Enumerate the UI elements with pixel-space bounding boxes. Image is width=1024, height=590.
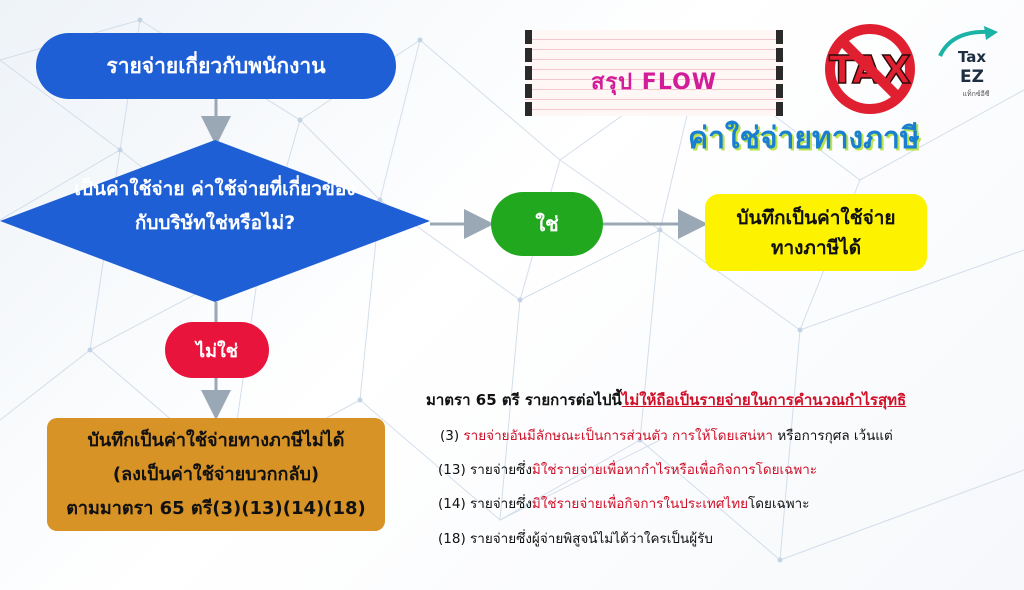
- yes-result-node: บันทึกเป็นค่าใช้จ่าย ทางภาษีได้: [705, 194, 927, 271]
- question-line-2: ค่าใช้จ่ายที่เกี่ยวข้อง: [191, 178, 356, 200]
- note-heading-red: ไม่ให้ถือเป็นรายจ่ายในการคำนวณกำไรสุทธิ: [621, 391, 907, 409]
- tax-ez-logo: Tax EZ แท็กซ์อีซี: [938, 26, 998, 98]
- note-item-3: (3) รายจ่ายอันมีลักษณะเป็นการส่วนตัว การ…: [440, 424, 893, 446]
- svg-text:Tax: Tax: [958, 48, 986, 66]
- yes-label: ใช่: [535, 212, 559, 236]
- no-tax-icon: TAX: [825, 24, 915, 114]
- decision-text: เป็นค่าใช้จ่าย ค่าใช้จ่ายที่เกี่ยวข้อง ก…: [60, 172, 370, 240]
- decision-diamond: [0, 140, 430, 302]
- no-result-line-1: บันทึกเป็นค่าใช้จ่ายทางภาษีไม่ได้: [87, 429, 345, 451]
- start-node: รายจ่ายเกี่ยวกับพนักงาน: [36, 33, 396, 99]
- svg-text:EZ: EZ: [960, 67, 984, 87]
- note-item-14: (14) รายจ่ายซึ่งมิใช่รายจ่ายเพื่อกิจการใ…: [438, 492, 809, 514]
- svg-text:แท็กซ์อีซี: แท็กซ์อีซี: [962, 89, 989, 98]
- note-item-18-plain: รายจ่ายซึ่งผู้จ่ายพิสูจน์ไม่ได้ว่าใครเป็…: [470, 531, 713, 547]
- note-item-3-red: รายจ่ายอันมีลักษณะเป็นการส่วนตัว การให้โ…: [463, 428, 774, 444]
- note-item-14-num: (14): [438, 496, 466, 512]
- note-item-14-red: มิใช่รายจ่ายเพื่อกิจการในประเทศไทย: [531, 496, 749, 512]
- start-label: รายจ่ายเกี่ยวกับพนักงาน: [106, 53, 326, 78]
- no-result-line-3: ตามมาตรา 65 ตรี(3)(13)(14)(18): [66, 497, 366, 519]
- note-item-13-red: มิใช่รายจ่ายเพื่อหากำไรหรือเพื่อกิจการโด…: [531, 462, 818, 478]
- yes-node: ใช่: [491, 192, 603, 256]
- note-item-18-num: (18): [438, 531, 466, 547]
- question-line-3: กับบริษัทใช่หรือไม่?: [134, 212, 296, 234]
- ticket-label: สรุป FLOW: [590, 70, 718, 95]
- note-heading: มาตรา 65 ตรี รายการต่อไปนี้ไม่ให้ถือเป็น…: [426, 388, 906, 412]
- flow-ticket-badge: สรุป FLOW: [525, 30, 783, 116]
- note-item-13-num: (13): [438, 462, 466, 478]
- no-node: ไม่ใช่: [165, 322, 269, 378]
- no-result-line-2: (ลงเป็นค่าใช้จ่ายบวกกลับ): [112, 463, 320, 485]
- svg-text:TAX: TAX: [829, 48, 911, 92]
- yes-result-line-1: บันทึกเป็นค่าใช้จ่าย: [736, 206, 896, 229]
- note-item-3-plain: หรือการกุศล เว้นแต่: [777, 428, 893, 444]
- note-item-14-plain: รายจ่ายซึ่ง: [470, 496, 532, 512]
- question-line-1: เป็นค่าใช้จ่าย: [74, 178, 185, 200]
- no-result-node: บันทึกเป็นค่าใช้จ่ายทางภาษีไม่ได้ (ลงเป็…: [47, 418, 385, 531]
- note-item-13: (13) รายจ่ายซึ่งมิใช่รายจ่ายเพื่อหากำไรห…: [438, 458, 817, 480]
- note-item-3-num: (3): [440, 428, 460, 444]
- no-label: ไม่ใช่: [196, 340, 238, 362]
- tax-title: ค่าใช่จ่ายทางภาษี: [688, 121, 920, 156]
- note-item-13-plain: รายจ่ายซึ่ง: [470, 462, 532, 478]
- yes-result-line-2: ทางภาษีได้: [770, 236, 862, 259]
- note-heading-plain: มาตรา 65 ตรี รายการต่อไปนี้: [426, 391, 622, 409]
- note-item-14-tail: โดยเฉพาะ: [748, 496, 810, 512]
- note-item-18: (18) รายจ่ายซึ่งผู้จ่ายพิสูจน์ไม่ได้ว่าใ…: [438, 527, 713, 549]
